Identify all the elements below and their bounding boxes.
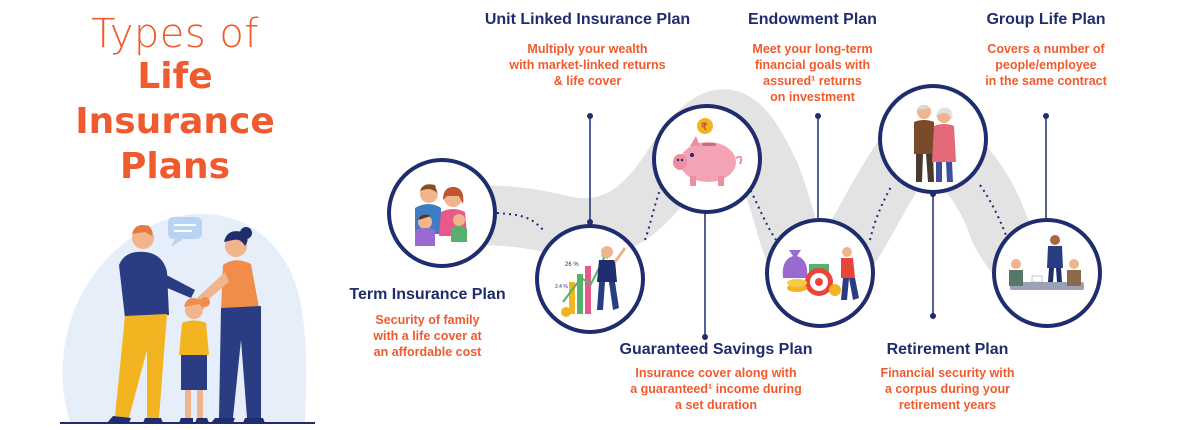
growth-chart-icon: 26 % 2.4 % — [535, 224, 645, 334]
plan-desc-line: Covers a number of — [987, 42, 1105, 56]
plan-desc-line: with a life cover at — [373, 329, 482, 343]
plan-title: Unit Linked Insurance Plan — [484, 11, 691, 28]
plan-unit-linked: Unit Linked Insurance Plan Multiply your… — [470, 11, 705, 89]
plan-desc-line: Security of family — [375, 313, 480, 327]
plan-desc-line: Insurance cover along with — [635, 366, 797, 380]
family-illustration — [60, 213, 315, 424]
plan-desc-line: financial goals with — [754, 58, 871, 72]
plan-desc-line: in the same contract — [985, 74, 1107, 88]
piggy-bank-icon: ₹ — [652, 104, 762, 214]
plan-term: Term Insurance Plan Security of family w… — [325, 286, 530, 360]
coin-symbol: ₹ — [701, 122, 708, 133]
plan-desc-line: Multiply your wealth — [527, 42, 648, 56]
plan-desc-line: an affordable cost — [373, 345, 482, 359]
plan-desc-line: on investment — [770, 90, 855, 104]
plan-desc-line: a guaranteed¹ income during — [630, 382, 802, 396]
plan-desc-line: people/employee — [995, 58, 1097, 72]
heading-types-of: Types of — [91, 11, 259, 57]
heading-plans: Plans — [119, 146, 231, 187]
plan-desc-line: with market-linked returns — [509, 58, 666, 72]
family-icon — [387, 158, 497, 268]
money-target-icon — [765, 218, 875, 328]
plan-title: Group Life Plan — [986, 11, 1106, 28]
plan-desc-line: Meet your long-term — [752, 42, 873, 56]
plan-title: Retirement Plan — [886, 341, 1009, 358]
plan-guaranteed-savings: Guaranteed Savings Plan Insurance cover … — [605, 341, 827, 413]
plan-group-life: Group Life Plan Covers a number of peopl… — [965, 11, 1127, 89]
elderly-couple-icon — [878, 84, 988, 194]
plan-desc-line: assured¹ returns — [763, 74, 862, 88]
chart-pct-label: 26 % — [565, 262, 579, 268]
plan-title: Endowment Plan — [748, 11, 877, 28]
plan-desc-line: a corpus during your — [884, 382, 1010, 396]
heading-insurance: Insurance — [75, 101, 275, 142]
plan-retirement: Retirement Plan Financial security with … — [860, 341, 1035, 413]
plan-title: Term Insurance Plan — [349, 286, 506, 303]
heading-life: Life — [137, 56, 213, 97]
plan-title: Guaranteed Savings Plan — [619, 341, 813, 358]
meeting-group-icon — [992, 218, 1102, 328]
plan-desc-line: & life cover — [553, 74, 622, 88]
chart-small-label: 2.4 % — [555, 284, 568, 290]
plan-desc-line: Financial security with — [880, 366, 1015, 380]
plan-endowment: Endowment Plan Meet your long-term finan… — [730, 11, 895, 105]
plan-desc-line: a set duration — [675, 398, 757, 412]
plan-desc-line: retirement years — [898, 398, 997, 412]
